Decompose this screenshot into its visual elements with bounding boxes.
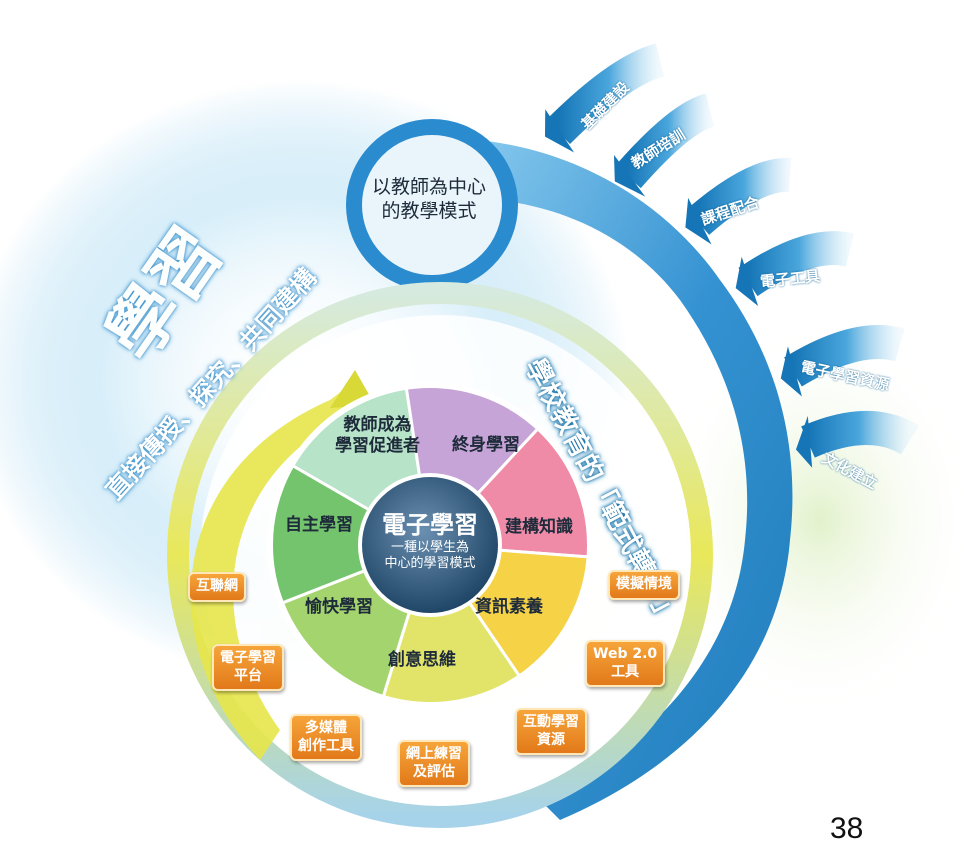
incoming-arrow-body xyxy=(784,325,905,387)
tool-line: 網上練習 xyxy=(406,746,462,762)
tool-line: 多媒體 xyxy=(305,720,347,736)
incoming-arrow-head xyxy=(780,346,802,397)
tool-line: 資源 xyxy=(537,731,565,748)
tool-line: 平台 xyxy=(234,667,262,684)
wedge-label-construct: 建構知識 xyxy=(505,517,573,537)
outer-ring xyxy=(167,282,713,828)
incoming-arrow-body xyxy=(545,43,665,145)
teacher-centred-line1: 以教師為中心 xyxy=(372,176,487,198)
wedge-label-autonomous: 自主學習 xyxy=(285,515,353,535)
tool-simulation: 模擬情境 xyxy=(608,570,680,600)
tool-line: 創作工具 xyxy=(298,737,354,754)
hub-text: 電子學習 一種以學生為 中心的學習模式 xyxy=(370,510,490,573)
wedge-label-line: 教師成為 xyxy=(343,415,412,435)
hub-subtitle-line1: 一種以學生為 xyxy=(390,540,469,555)
incoming-arrow-head xyxy=(544,109,575,153)
tool-line: 及評估 xyxy=(413,763,455,780)
page-number: 38 xyxy=(830,812,864,845)
tool-platform: 電子學習 平台 xyxy=(212,644,284,691)
teacher-centred-line2: 的教學模式 xyxy=(381,199,477,222)
tool-line: 工具 xyxy=(611,663,640,680)
tool-web20: Web 2.0 工具 xyxy=(585,640,666,687)
hub-circle xyxy=(358,473,502,617)
wedge-label-enjoyable: 愉快學習 xyxy=(305,597,373,617)
tool-interactive: 互動學習 資源 xyxy=(515,708,587,755)
hub-subtitle-line2: 中心的學習模式 xyxy=(384,556,476,572)
paradigm-spiral-band xyxy=(420,138,793,821)
tool-multimedia: 多媒體 創作工具 xyxy=(290,714,362,761)
incoming-arrow-head xyxy=(614,155,646,197)
tool-online-practice: 網上練習 及評估 xyxy=(398,740,470,787)
wedge-label-lifelong: 終身學習 xyxy=(452,435,520,455)
wedge-label-teacher-facilitator: 教師成為 學習促進者 xyxy=(335,415,420,458)
incoming-arrow-body xyxy=(686,157,792,235)
tool-line: 電子學習 xyxy=(220,650,276,666)
incoming-arrow-body xyxy=(738,231,855,297)
tool-line: Web 2.0 xyxy=(593,646,658,662)
tool-internet: 互聯網 xyxy=(188,572,246,602)
wedge-label-infoliteracy: 資訊素養 xyxy=(475,597,543,617)
wedge-label-line: 學習促進者 xyxy=(335,436,420,457)
incoming-arrow-body xyxy=(615,93,716,189)
incoming-arrow-body xyxy=(801,411,920,458)
incoming-arrow-head xyxy=(735,256,759,307)
tool-line: 互動學習 xyxy=(523,714,579,730)
incoming-arrow-head xyxy=(685,197,712,245)
incoming-arrow-head xyxy=(795,415,813,468)
incoming-arrows xyxy=(544,43,920,468)
wheel-rim xyxy=(267,382,593,708)
hub-title: 電子學習 xyxy=(382,511,478,539)
wedge-label-creative: 創意思維 xyxy=(388,650,456,670)
teacher-centred-label: 以教師為中心 的教學模式 xyxy=(372,176,486,224)
